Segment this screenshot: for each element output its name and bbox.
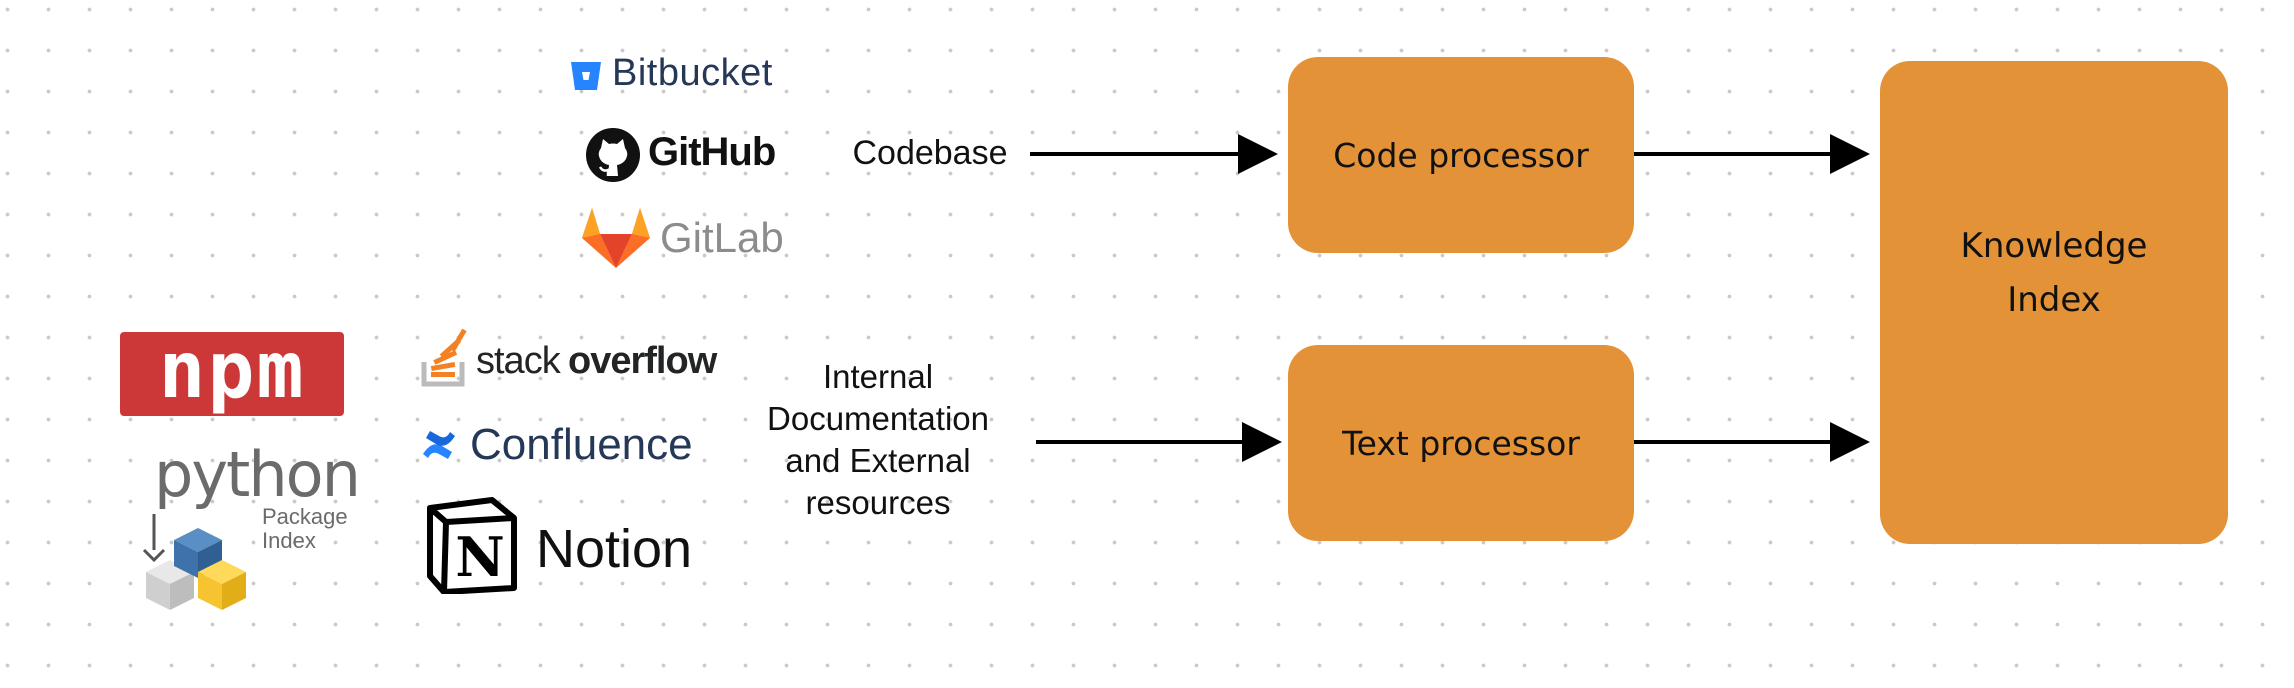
github-wordmark: GitHub — [648, 130, 776, 174]
pypi-cubes-icon — [142, 514, 246, 610]
stackoverflow-logo: stack overflow — [420, 326, 720, 390]
confluence-wordmark: Confluence — [470, 420, 693, 469]
knowledge-index-label-line-1: Knowledge — [1960, 225, 2148, 266]
docs-label-line-2: Documentation — [767, 400, 989, 437]
github-octocat-icon — [586, 128, 640, 182]
code-processor-box: Code processor — [1288, 57, 1634, 253]
stackoverflow-wordmark-overflow: overflow — [568, 340, 717, 382]
stackoverflow-icon — [421, 328, 467, 387]
github-logo: GitHub — [584, 126, 794, 186]
codebase-label: Codebase — [852, 134, 1008, 172]
knowledge-index-label-line-2: Index — [2007, 279, 2101, 320]
pypi-package-label: Package — [262, 504, 348, 529]
text-processor-label: Text processor — [1342, 423, 1580, 463]
bitbucket-icon — [571, 62, 601, 90]
docs-label-line-3: and External — [785, 442, 971, 479]
gitlab-fox-icon — [582, 208, 650, 268]
docs-label: Internal Documentation and External reso… — [740, 356, 1016, 524]
text-processor-box: Text processor — [1288, 345, 1634, 541]
confluence-logo: Confluence — [420, 418, 730, 472]
pypi-python-wordmark: python — [154, 438, 361, 511]
docs-label-line-4: resources — [805, 484, 951, 521]
pypi-logo: python Package Index — [140, 438, 380, 618]
knowledge-index-box: Knowledge Index — [1880, 61, 2228, 544]
svg-text:N: N — [455, 525, 504, 589]
gitlab-logo: GitLab — [580, 204, 800, 270]
notion-logo: N Notion — [424, 496, 724, 596]
confluence-icon — [423, 431, 455, 459]
gitlab-wordmark: GitLab — [660, 214, 784, 261]
stackoverflow-wordmark-stack: stack — [476, 340, 561, 382]
npm-wordmark: npm — [158, 326, 306, 416]
notion-wordmark: Notion — [536, 519, 693, 579]
npm-logo: npm — [120, 326, 344, 416]
bitbucket-logo: Bitbucket — [568, 52, 808, 98]
notion-icon: N — [427, 497, 517, 594]
pypi-index-label: Index — [262, 528, 316, 553]
bitbucket-wordmark: Bitbucket — [612, 52, 773, 94]
docs-label-line-1: Internal — [822, 358, 934, 395]
code-processor-label: Code processor — [1333, 135, 1589, 175]
